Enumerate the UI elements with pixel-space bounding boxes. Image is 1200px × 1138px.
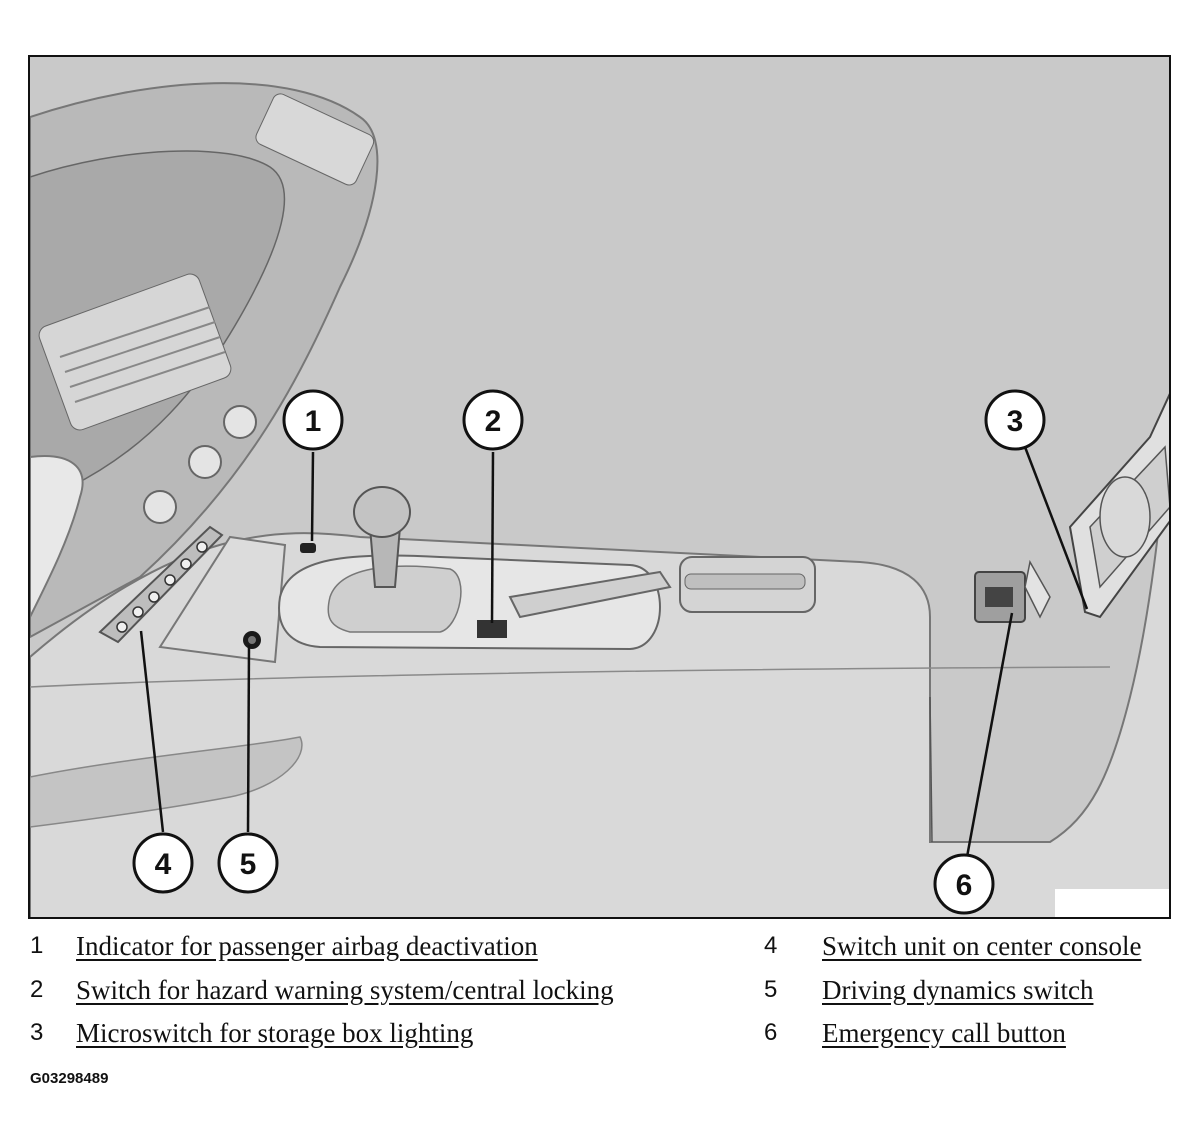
callout-2: 2 (462, 389, 524, 451)
callout-1-label: 1 (305, 405, 322, 438)
console-drawing: 1 2 3 4 5 6 (30, 82, 1169, 917)
legend-link-emergency-call[interactable]: Emergency call button (822, 1017, 1066, 1048)
callout-3: 3 (984, 389, 1046, 451)
legend-item-3: 3 Microswitch for storage box lighting (30, 1015, 473, 1051)
legend-number: 2 (30, 976, 44, 1003)
callout-6: 6 (933, 853, 995, 915)
callout-4: 4 (132, 832, 194, 894)
legend-item-4: 4 Switch unit on center console (764, 928, 1141, 964)
legend-number: 5 (764, 976, 778, 1003)
legend-number: 3 (30, 1019, 44, 1046)
callout-2-label: 2 (485, 405, 502, 438)
legend-item-6: 6 Emergency call button (764, 1015, 1066, 1051)
legend-link-airbag-indicator[interactable]: Indicator for passenger airbag deactivat… (76, 930, 538, 961)
legend-item-5: 5 Driving dynamics switch (764, 972, 1093, 1008)
figure-id: G03298489 (30, 1070, 109, 1087)
console-illustration: 1 2 3 4 5 6 (28, 55, 1171, 919)
legend-number: 6 (764, 1019, 778, 1046)
legend-link-hazard-switch[interactable]: Switch for hazard warning system/central… (76, 974, 614, 1005)
legend-item-2: 2 Switch for hazard warning system/centr… (30, 972, 614, 1008)
callout-5-label: 5 (240, 848, 257, 881)
legend-link-switch-unit[interactable]: Switch unit on center console (822, 930, 1142, 961)
callout-3-label: 3 (1007, 405, 1024, 438)
callout-6-label: 6 (956, 869, 973, 902)
legend-link-driving-dynamics[interactable]: Driving dynamics switch (822, 974, 1094, 1005)
callout-4-label: 4 (155, 848, 172, 881)
legend-item-1: 1 Indicator for passenger airbag deactiv… (30, 928, 538, 964)
legend-number: 4 (764, 932, 778, 959)
legend-number: 1 (30, 932, 44, 959)
callout-5: 5 (217, 832, 279, 894)
callout-1: 1 (282, 389, 344, 451)
legend-link-microswitch[interactable]: Microswitch for storage box lighting (76, 1017, 474, 1048)
